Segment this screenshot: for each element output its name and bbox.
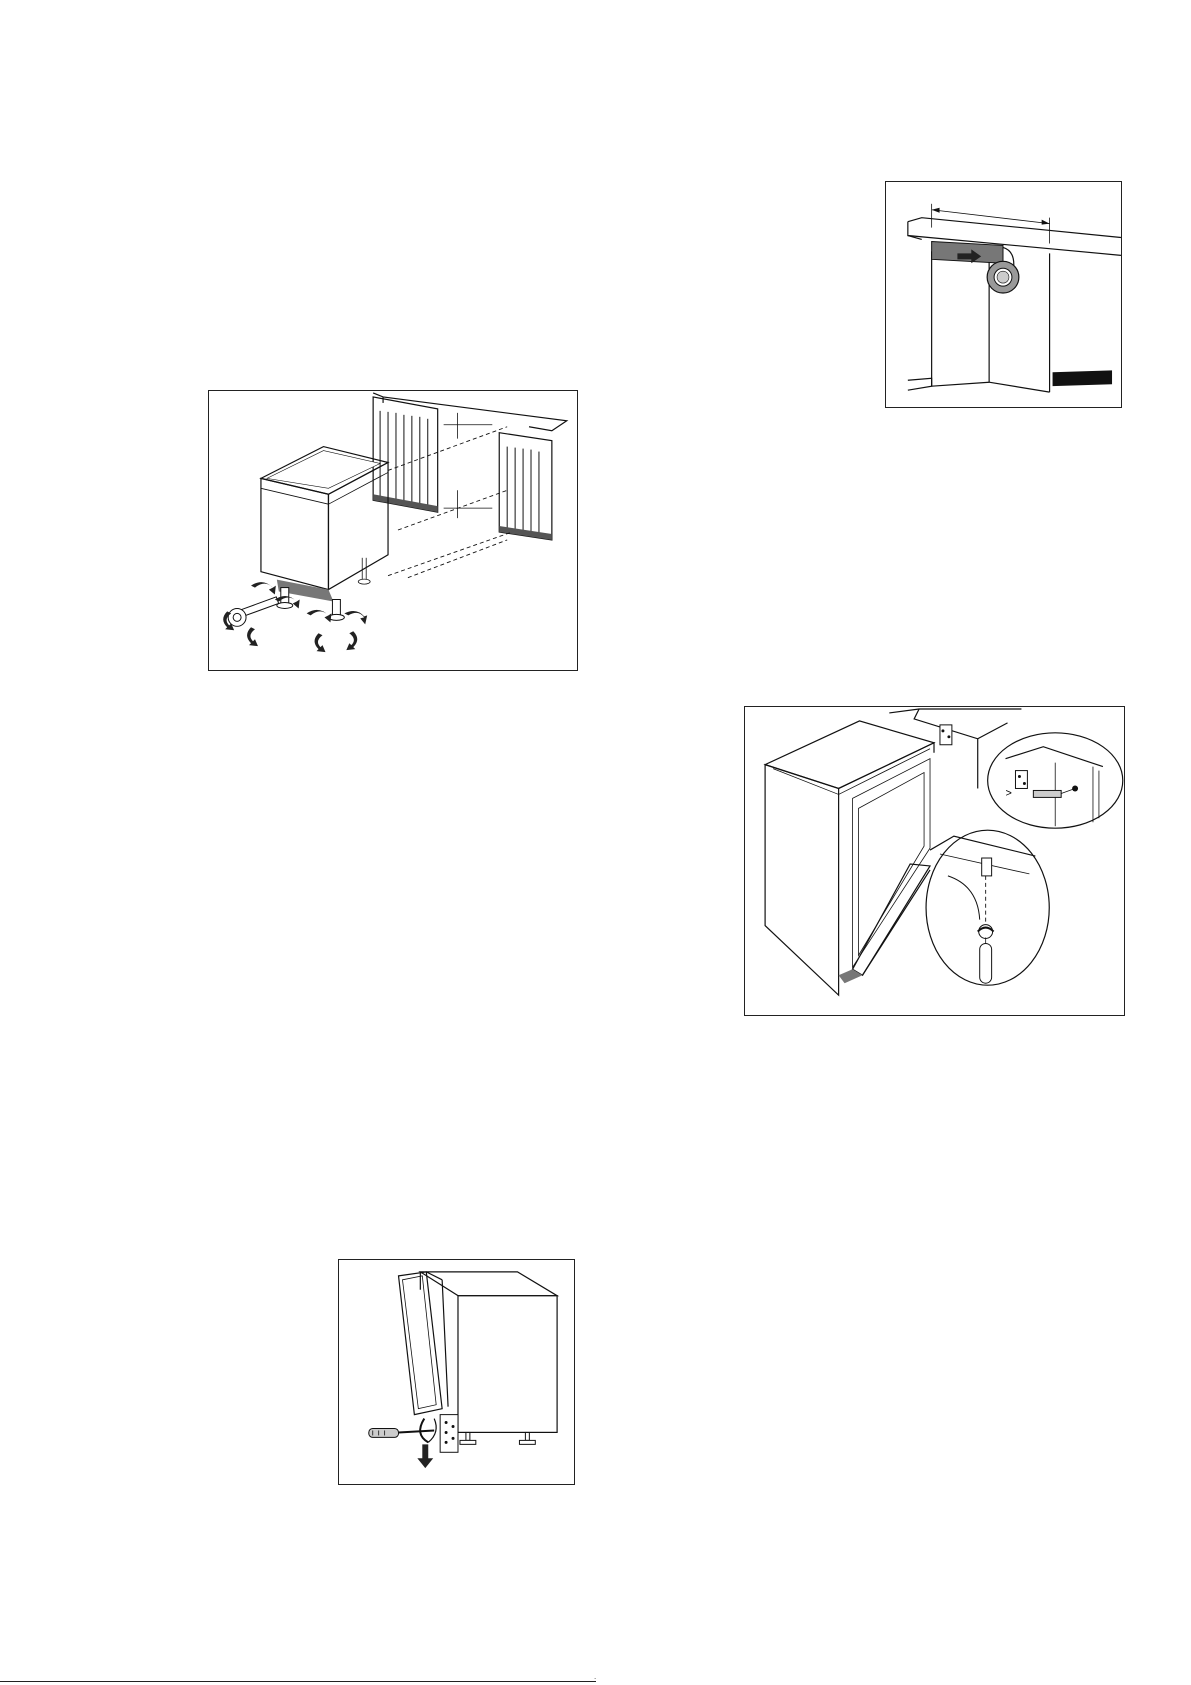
door-panel-attachment-illustration: >	[745, 707, 1124, 1015]
svg-text:>: >	[1006, 787, 1012, 799]
adhesive-strip-figure	[885, 181, 1122, 408]
screwdriver-icon	[369, 1428, 434, 1437]
footer-rule	[0, 1681, 596, 1682]
left-cabinet-slats	[380, 411, 428, 506]
hinge-adjustment-figure	[338, 1259, 575, 1485]
right-cabinet-slats	[507, 447, 539, 534]
down-arrow-icon	[417, 1444, 433, 1468]
screwdriver-detail-icon: >	[988, 733, 1123, 828]
footer-mark: ·	[594, 1676, 596, 1683]
dishwasher-leveling-feet-illustration	[209, 391, 577, 670]
adhesive-strip-under-worktop-illustration	[886, 182, 1121, 407]
wrench-icon	[228, 597, 278, 626]
door-panel-fixing-figure: >	[744, 706, 1125, 1016]
vertical-screwdriver-detail-icon	[926, 830, 1049, 985]
hinge-spring-adjustment-illustration	[339, 1260, 574, 1484]
leveling-feet-figure	[208, 390, 578, 671]
